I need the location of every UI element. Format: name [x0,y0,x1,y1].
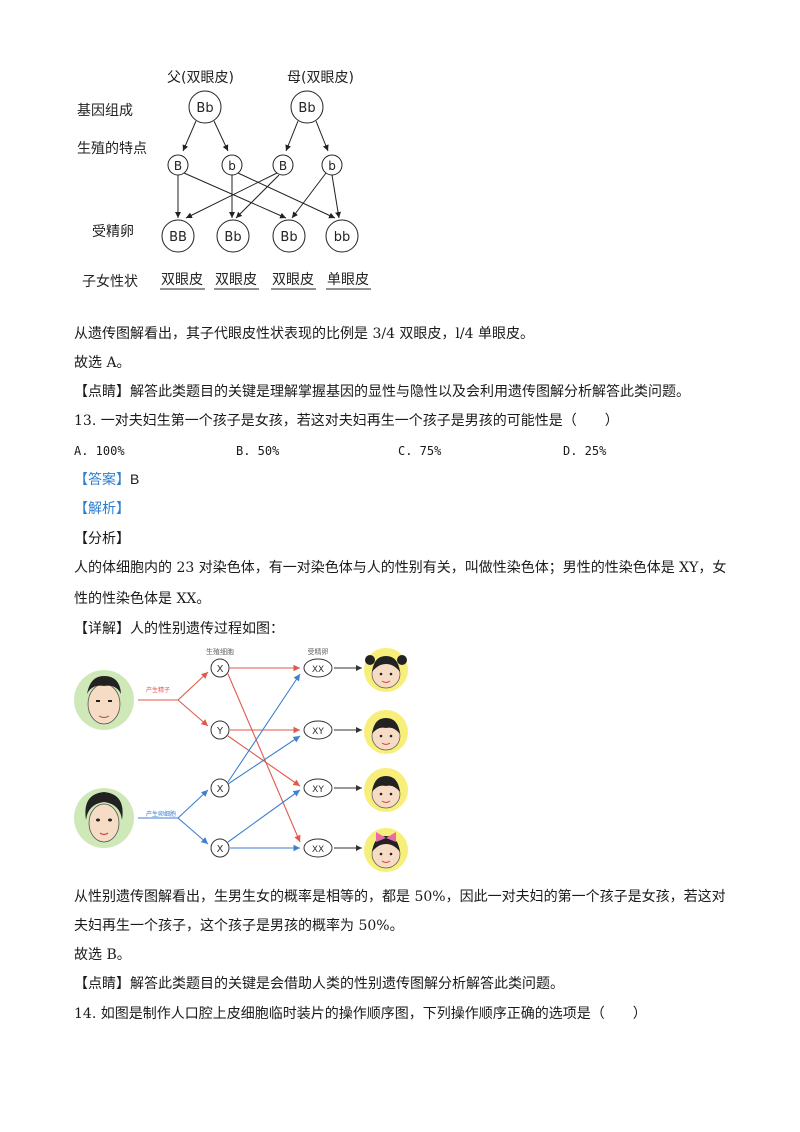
gamete-node: b [321,154,343,176]
row-label-genotype: 基因组成 [77,102,133,119]
svg-text:bb: bb [334,230,351,245]
q13-stem: 13. 一对夫妇生第一个孩子是女孩，若这对夫妇再生一个孩子是男孩的可能性是（ ） [74,413,619,429]
boy-face [364,768,408,812]
option-d: D. 25% [563,444,607,458]
fenxi-line-1: 人的体细胞内的 23 对染色体，有一对染色体与人的性别有关，叫做性染色体；男性的… [74,560,727,576]
svg-text:XX: XX [312,845,324,855]
zygote-ellipse: XY [303,720,333,740]
conclusion-line-1: 从性别遗传图解看出，生男生女的概率是相等的，都是 50%，因此一对夫妇的第一个孩… [74,889,726,905]
gamete-node: B [167,154,189,176]
male-gamete-label: 产生精子 [146,686,170,694]
gamete-circle: Y [210,720,230,740]
svg-text:X: X [217,784,224,795]
mother-face [74,788,134,848]
q12-conclusion-line: 从遗传图解看出，其子代眼皮性状表现的比例是 3/4 双眼皮，l/4 单眼皮。 [74,326,534,342]
parent-node: Bb [188,90,222,124]
zygote-node: bb [325,219,359,253]
svg-text:B: B [174,159,182,173]
zygote-node: BB [161,219,195,253]
zygote-node: Bb [216,219,250,253]
sex-inheritance-diagram: 生殖细胞 受精卵 产生精子 产生卵细胞 X Y [74,647,408,872]
row-label-trait: 子女性状 [82,273,138,290]
detail-tag: 【详解】 [74,621,130,637]
fenxi-line-2: 性的性染色体是 XX。 [74,591,211,607]
girl-face [364,648,408,692]
option-c: C. 75% [398,444,442,458]
gamete-circle: X [210,838,230,858]
point-text: 解答此类题目的关键是理解掌握基因的显性与隐性以及会利用遗传图解分析解答此类问题。 [130,384,690,400]
zygote-ellipse: XX [303,838,333,858]
svg-text:XX: XX [312,665,324,675]
svg-text:Bb: Bb [196,101,213,116]
option-a: A. 100% [74,444,125,458]
parent-node: Bb [290,90,324,124]
svg-text:B: B [279,159,287,173]
trait-label: 双眼皮 [161,272,203,288]
svg-text:Y: Y [216,726,224,737]
svg-text:b: b [228,159,236,173]
boy-face [364,710,408,754]
trait-label: 双眼皮 [272,272,314,288]
svg-text:XY: XY [312,727,324,737]
answer-value: B [130,471,140,487]
q14-stem: 14. 如图是制作人口腔上皮细胞临时装片的操作顺序图，下列操作顺序正确的选项是（… [74,1006,647,1022]
father-label: 父(双眼皮) [167,70,234,86]
answer-tag: 【答案】 [74,472,130,488]
girl-face [364,828,408,872]
option-b: B. 50% [236,444,280,458]
svg-text:Bb: Bb [298,101,315,116]
gamete-node: B [272,154,294,176]
zygote-ellipse: XX [303,658,333,678]
q13-choose-line: 故选 B。 [74,947,131,963]
point-tag: 【点睛】 [74,384,130,400]
q12-point-line: 【点睛】解答此类题目的关键是理解掌握基因的显性与隐性以及会利用遗传图解分析解答此… [74,382,690,402]
svg-text:X: X [217,664,224,675]
row-label-zygote: 受精卵 [92,224,134,240]
fenxi-tag: 【分析】 [74,531,130,547]
eyelid-pedigree-diagram: 父(双眼皮) 母(双眼皮) 基因组成 生殖的特点 受精卵 子女性状 Bb Bb … [77,70,371,290]
conclusion-line-2: 夫妇再生一个孩子，这个孩子是男孩的概率为 50%。 [74,918,404,934]
col-label-zygote: 受精卵 [308,647,329,656]
col-label-gamete: 生殖细胞 [206,647,234,656]
svg-text:Bb: Bb [224,230,241,245]
point-text: 解答此类题目的关键是会借助人类的性别遗传图解分析解答此类问题。 [130,976,564,992]
gamete-circle: X [210,658,230,678]
svg-text:X: X [217,844,224,855]
row-label-reproduction: 生殖的特点 [77,140,147,157]
q12-choose-line: 故选 A。 [74,355,131,371]
father-face [74,670,134,730]
mother-label: 母(双眼皮) [287,70,354,86]
gamete-node: b [221,154,243,176]
zygote-ellipse: XY [303,778,333,798]
gamete-circle: X [210,778,230,798]
svg-text:XY: XY [312,785,324,795]
detail-line: 【详解】人的性别遗传过程如图： [74,619,284,639]
svg-text:BB: BB [169,230,187,245]
svg-text:b: b [328,159,336,173]
detail-text: 人的性别遗传过程如图： [130,621,284,637]
female-gamete-label: 产生卵细胞 [146,810,176,818]
trait-label: 单眼皮 [327,272,369,288]
analysis-tag: 【解析】 [74,501,130,517]
q13-point-line: 【点睛】解答此类题目的关键是会借助人类的性别遗传图解分析解答此类问题。 [74,974,564,994]
answer-line: 【答案】B [74,469,139,490]
zygote-node: Bb [272,219,306,253]
trait-label: 双眼皮 [215,272,257,288]
svg-text:Bb: Bb [280,230,297,245]
point-tag: 【点睛】 [74,976,130,992]
